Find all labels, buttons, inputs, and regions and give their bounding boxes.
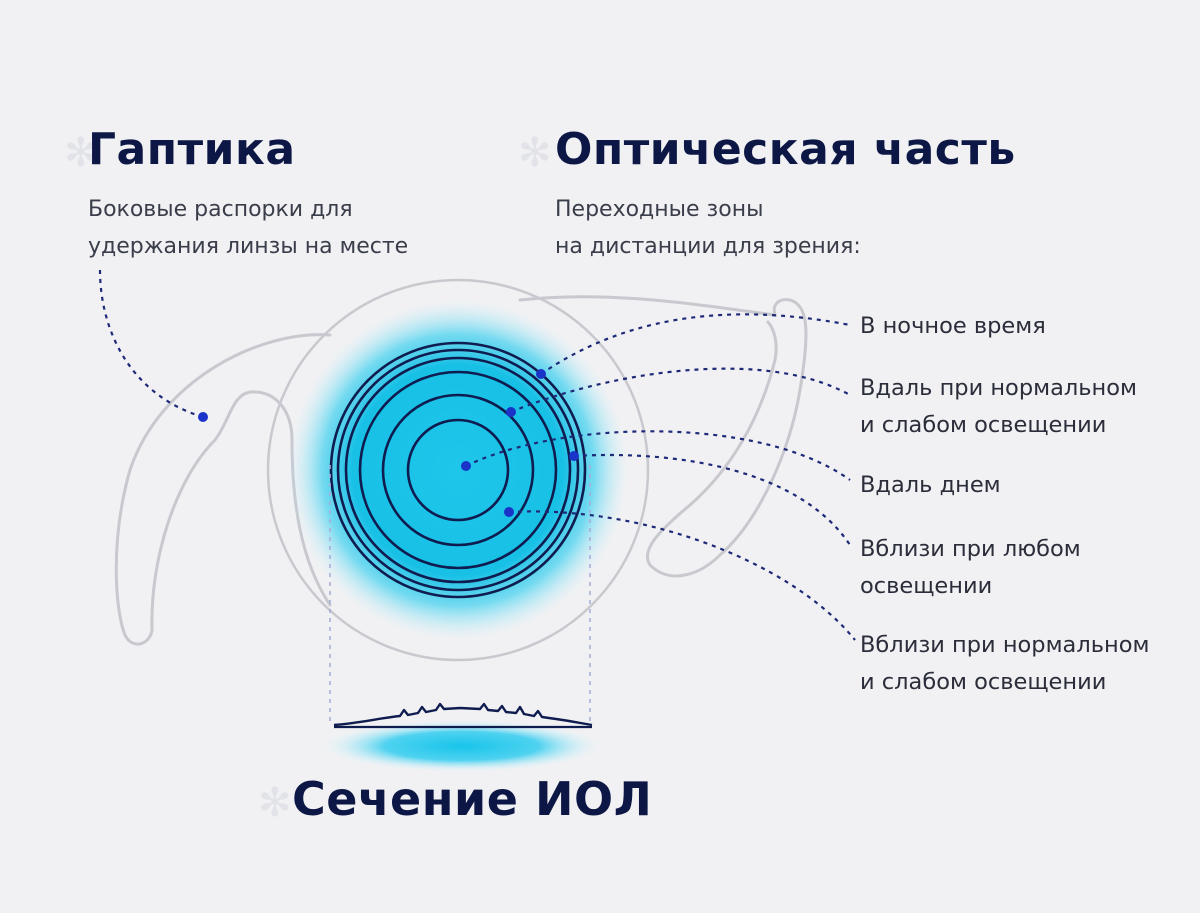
zone-label-near-normal: Вблизи при нормальном и слабом освещении <box>860 627 1149 701</box>
zone-label-line: Вблизи при любом <box>860 536 1081 562</box>
asterisk-decor-2: ✻ <box>518 130 552 176</box>
ring-3 <box>344 356 572 584</box>
asterisk-decor-3: ✻ <box>258 780 292 826</box>
asterisk-decor-1: ✻ <box>64 130 98 176</box>
zone-label-far-day: Вдаль днем <box>860 467 1001 504</box>
haptic-title: Гаптика <box>88 124 296 175</box>
zone-label-night: В ночное время <box>860 308 1046 345</box>
haptic-description: Боковые распорки для удержания линзы на … <box>88 191 408 265</box>
leader-near-normal <box>508 510 856 641</box>
dot-far-normal <box>506 407 516 417</box>
dot-night <box>536 369 546 379</box>
zone-label-line: Вблизи при нормальном <box>860 632 1150 658</box>
haptic-dot <box>198 412 208 422</box>
optic-desc-line-2: на дистанции для зрения: <box>555 234 861 259</box>
optic-edge <box>266 278 650 662</box>
haptic-leader <box>98 269 204 419</box>
ring-2 <box>336 348 580 592</box>
ring-4 <box>358 370 558 570</box>
leader-far-normal <box>510 367 851 414</box>
zone-label-line: В ночное время <box>860 313 1046 339</box>
leader-night <box>540 313 851 375</box>
zone-label-line: и слабом освещении <box>860 412 1107 438</box>
zone-label-line: и слабом освещении <box>860 669 1107 695</box>
section-glow <box>322 720 602 772</box>
zone-label-line: освещении <box>860 573 993 599</box>
dot-near-any <box>569 451 579 461</box>
zone-label-line: Вдаль при нормальном <box>860 375 1137 401</box>
optic-title: Оптическая часть <box>555 124 1016 175</box>
haptic-desc-line-2: удержания линзы на месте <box>88 234 409 259</box>
dot-near-normal <box>504 507 514 517</box>
ring-1 <box>329 341 587 599</box>
haptic-desc-line-1: Боковые распорки для <box>88 197 353 222</box>
ring-6 <box>406 418 510 522</box>
ring-5 <box>381 393 535 547</box>
section-profile <box>333 702 593 727</box>
section-title: Сечение ИОЛ <box>292 772 653 826</box>
dot-far-day <box>461 461 471 471</box>
optic-desc-line-1: Переходные зоны <box>555 197 764 222</box>
leader-far-day <box>465 430 851 481</box>
optic-description: Переходные зоны на дистанции для зрения: <box>555 191 861 265</box>
zone-label-far-normal: Вдаль при нормальном и слабом освещении <box>860 370 1137 444</box>
zone-label-line: Вдаль днем <box>860 472 1001 498</box>
zone-label-near-any: Вблизи при любом освещении <box>860 531 1081 605</box>
